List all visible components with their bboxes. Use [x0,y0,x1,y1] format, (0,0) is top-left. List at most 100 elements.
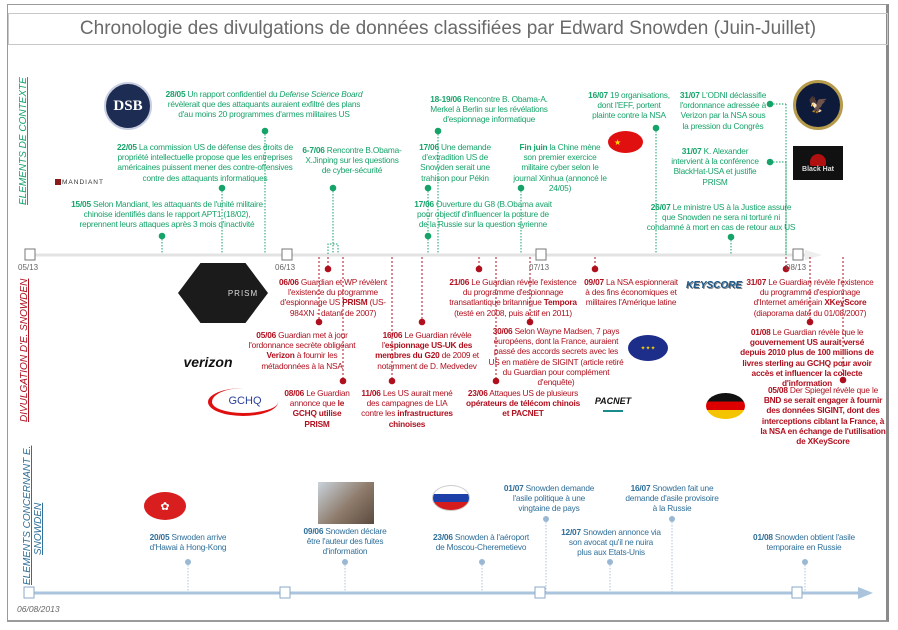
divulgation-event: 01/08 Le Guardian révèle que le gouverne… [740,327,874,388]
event-text: le GCHQ utilise PRISM [292,398,345,429]
event-dot [607,559,613,565]
event-date: 18-19/06 [430,94,462,104]
event-text: Snowden à l'aéroport de Moscou-Cheremeti… [435,532,530,553]
event-text: Snowden obtient l'asile temporaire en Ru… [766,532,856,553]
gchq-logo: GCHQ [208,388,278,416]
event-text: Der Spiegel révèle que le [787,385,879,395]
month-marker [792,248,804,261]
event-text: Une demande d'extradition US de Snowden … [420,142,491,183]
event-date: 26/07 [650,202,671,212]
month-marker [24,248,36,261]
event-text: (testé en 2008, puis actif en 2011) [454,307,572,318]
event-date: 6-7/06 [302,145,325,155]
event-text: Guardian et WP révèlent l'existence du p… [280,277,387,308]
divulgation-event: 30/06 Selon Wayne Madsen, 7 pays europée… [488,326,624,387]
event-text: à fournir les métadonnées à la NSA [261,350,343,371]
event-text: 19 organisations, dont l'EFF, portent pl… [592,90,670,121]
event-dot [339,377,347,385]
event-date: 28/05 [165,89,186,99]
event-dot [315,318,323,326]
event-text: Le Guardian révèle que le [770,327,864,337]
event-date: 08/06 [284,388,305,398]
event-dot [424,184,432,192]
page-title: Chronologie des divulgations de données … [8,13,888,45]
event-text: Rencontre B.Obama-X.Jinping sur les ques… [305,145,402,176]
event-dot [766,158,774,166]
event-text: Defense Science Board [279,89,363,99]
event-text: Selon Wayne Madsen, 7 pays européens, do… [488,326,624,388]
context-event: 6-7/06 Rencontre B.Obama-X.Jinping sur l… [302,145,402,176]
event-dot [591,265,599,273]
event-dot [158,232,166,240]
event-text: gouvernement US aurait versé depuis 2010… [740,337,874,389]
context-event: 16/07 19 organisations, dont l'EFF, port… [587,90,671,121]
event-text: L'ODNI déclassifie l'ordonnance adressée… [679,90,767,131]
event-date: 09/07 [584,277,604,287]
event-dot [806,318,814,326]
event-text: Snowden fait une demande d'asile proviso… [625,483,719,514]
event-text: Selon Mandiant, les attaquants de l'unit… [79,199,264,230]
context-event: 28/05 Un rapport confidentiel du Defense… [162,89,366,120]
context-event: 31/07 K. Alexander intervient à la confé… [670,146,760,187]
event-dot [418,318,426,326]
event-text: Le Guardian révèle l'existence du progra… [449,277,577,308]
event-dot [261,127,269,135]
month-label: 06/13 [275,263,296,272]
prism-logo: PRISM [178,263,268,323]
divulgation-event: 23/06 Attaques US de plusieurs opérateur… [464,388,582,419]
event-text: la Chine mène son premier exercice milit… [513,142,607,193]
divulgation-event: 11/06 Les US aurait mené des campagnes d… [357,388,457,429]
event-dot [479,559,485,565]
snowden-event: 09/06 Snowden déclare être l'auteur des … [298,526,392,557]
event-dot [329,184,337,192]
divulgation-event: 16/06 Le Guardian révèle l'espionnage US… [366,330,488,371]
event-text: Ouverture du G8 (B.Obama avait pour obje… [417,199,552,230]
event-text: Snowden demande l'asile politique à une … [512,483,595,514]
context-event: 15/05 Selon Mandiant, les attaquants de … [68,199,266,230]
divulgation-event: 31/07 Le Guardian révèle l'existence du … [746,277,874,318]
footer-date: 06/08/2013 [17,604,60,614]
keyscore-logo-text: KEYSCORE [685,279,743,291]
event-date: 01/08 [753,532,773,542]
event-text: Tempora [543,297,577,308]
event-date: 23/06 [467,388,488,398]
event-text: Snowden déclare être l'auteur des fuites… [306,526,387,557]
russia-flag-icon [432,485,470,511]
event-date: 16/06 [382,330,403,340]
snowden-event: 16/07 Snowden fait une demande d'asile p… [624,483,720,514]
blackhat-hat-icon [810,153,826,166]
event-text: Snwoden arrive d'Hawai à Hong-Kong [149,532,227,553]
event-date: 15/05 [71,199,91,209]
event-text: révèlerait que des attaquants auraient e… [167,99,361,120]
context-event: 22/05 La commission US de défense des dr… [113,142,297,183]
event-text: Le ministre US à la Justice assure que S… [646,202,796,233]
hong-kong-flag-icon: ✿ [144,492,186,520]
gchq-logo-text: GCHQ [228,394,262,407]
event-text: Snowden annonce via son avocat qu'il ne … [568,527,661,558]
event-date: 17/06 [414,199,434,209]
divulgation-event: 06/06 Guardian et WP révèlent l'existenc… [273,277,393,318]
snowden-photo [318,482,374,524]
event-text: infrastructures chinoises [388,408,453,429]
event-date: 01/08 [750,327,771,337]
verizon-logo-text: verizon [183,354,233,370]
event-text: opérateurs de télécom chinois et PACNET [465,398,581,419]
event-text: Le Guardian annonce que [289,388,350,409]
mandiant-mark-icon [55,179,61,185]
divulgation-event: 05/06 Guardian met à jour l'ordonnance s… [247,330,357,371]
event-date: 06/06 [279,277,299,287]
divulgation-event: 21/06 Le Guardian révèle l'existence du … [448,277,578,318]
month-marker [791,586,803,599]
event-text: de 2009 et notamment de D. Medvedev [377,350,479,371]
event-date: 22/05 [116,142,137,152]
divulgation-event: 08/06 Le Guardian annonce que le GCHQ ut… [282,388,352,429]
event-dot [543,516,549,522]
event-dot [434,127,442,135]
event-text: Guardian met à jour l'ordonnance secrète… [248,330,356,351]
event-dot [492,377,500,385]
month-label: 07/13 [529,263,550,272]
event-text: Les US aurait mené des campagnes de LIA … [361,388,453,419]
month-marker [534,586,546,599]
event-date: 01/07 [503,483,524,493]
snowden-event: 12/07 Snowden annonce via son avocat qu'… [561,527,661,558]
